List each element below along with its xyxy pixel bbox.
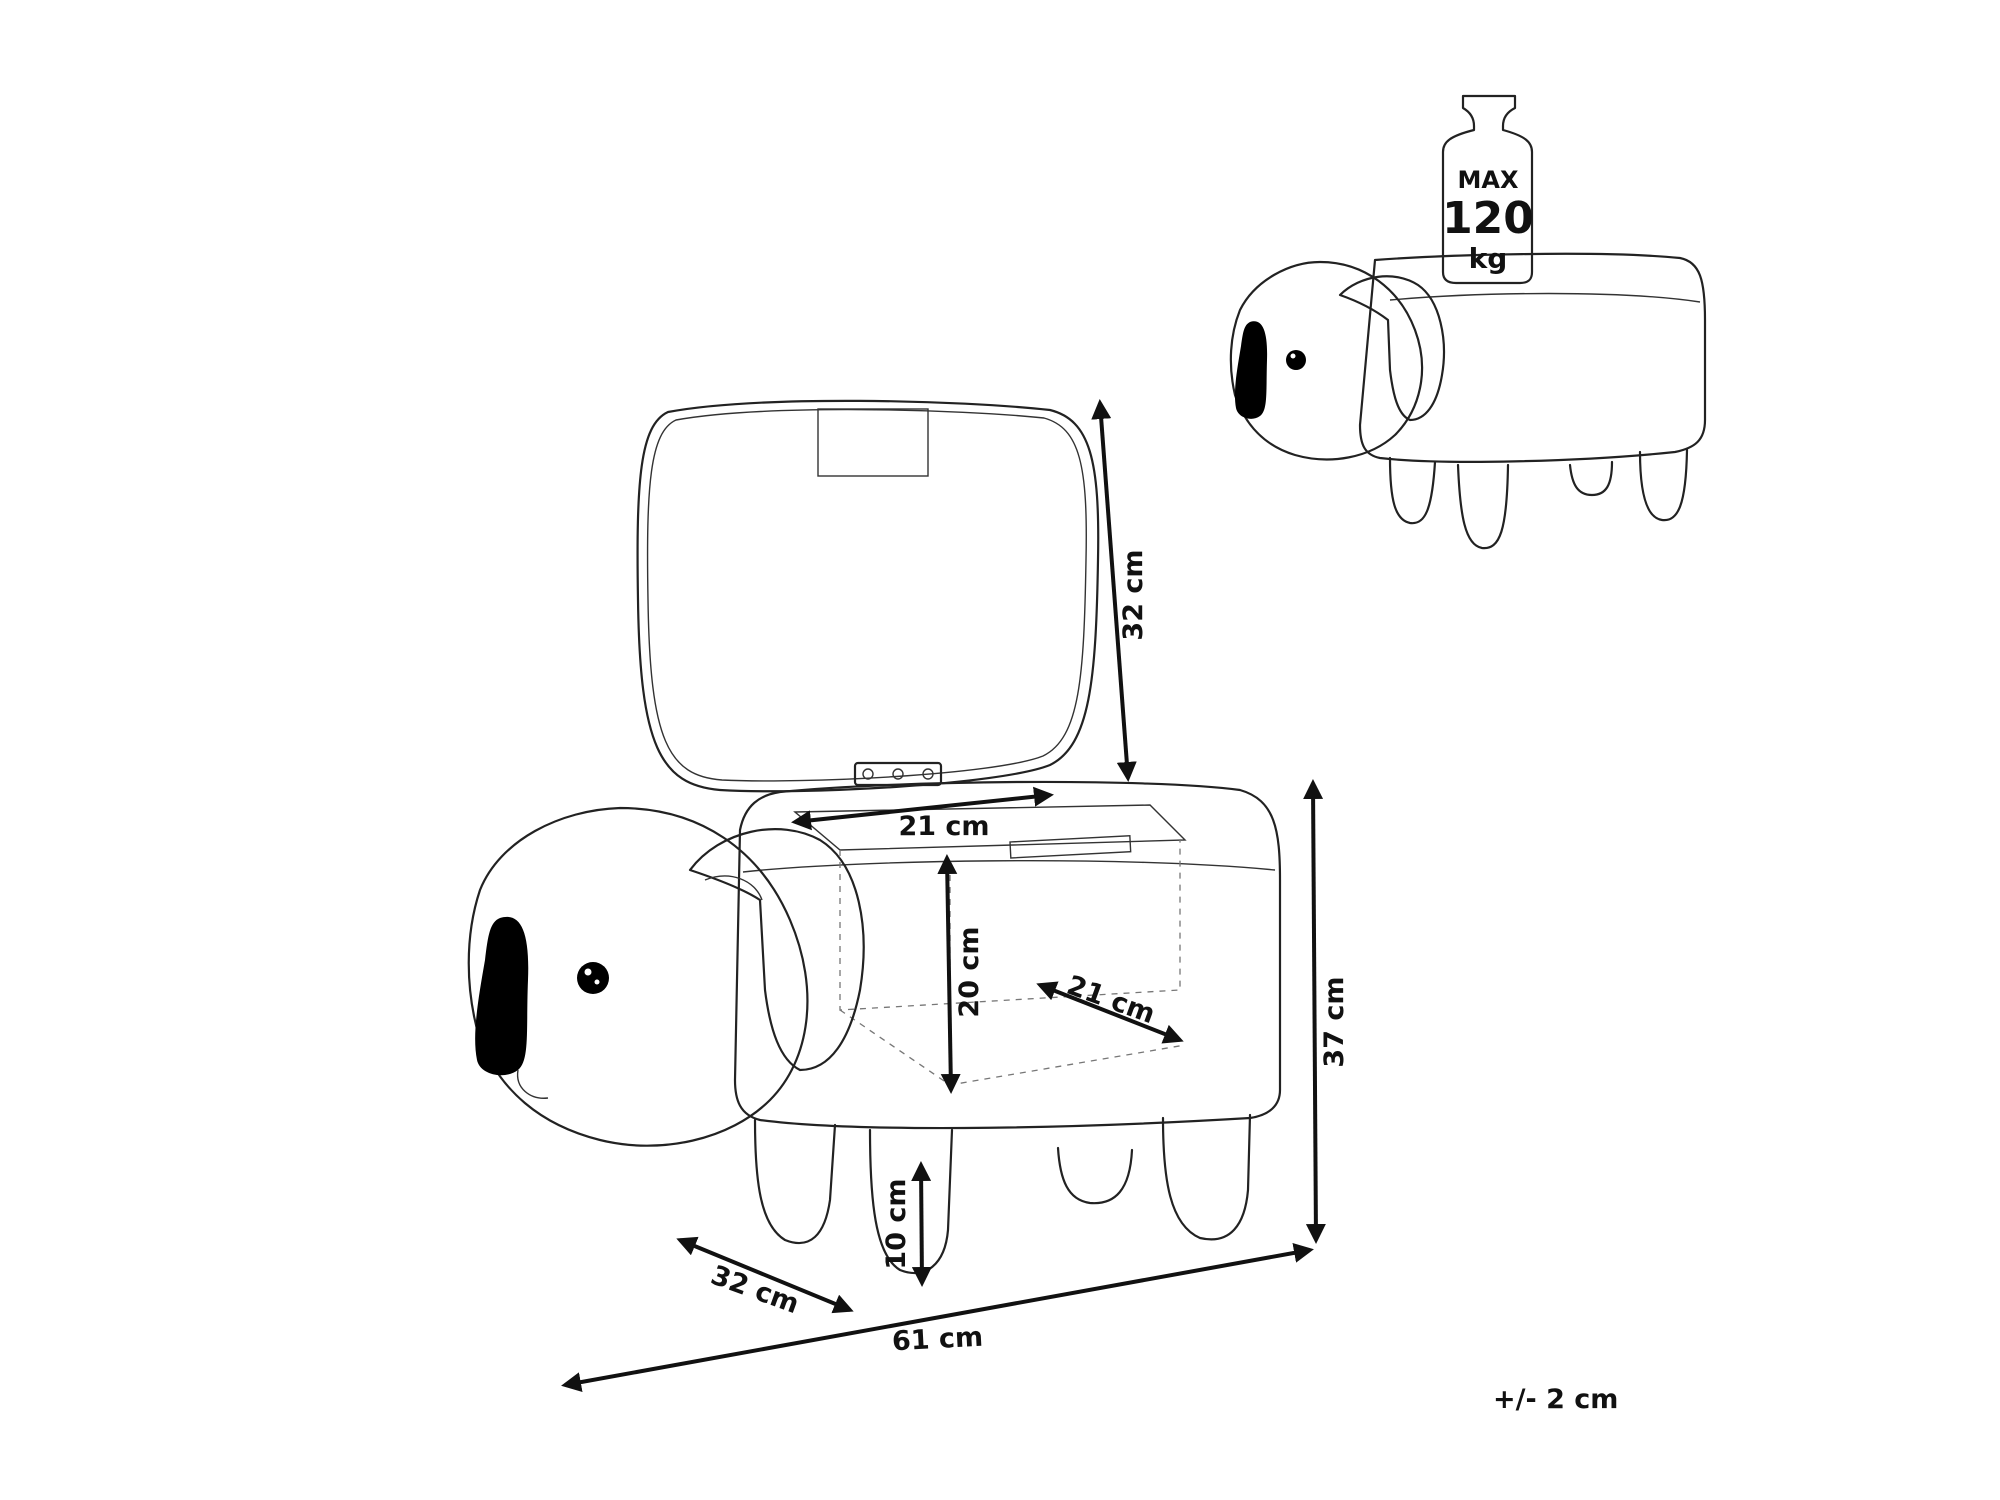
body — [733, 780, 1282, 1130]
arrow-length — [561, 1243, 1314, 1392]
open-lid — [636, 399, 1100, 793]
dimension-annotations: 32 cm 21 cm 20 cm 21 cm 37 cm 10 cm 32 c… — [561, 399, 1618, 1415]
arrow-inner-depth — [1036, 981, 1184, 1044]
badge-value: 120 — [1442, 193, 1534, 244]
label-opening-width: 21 cm — [898, 811, 989, 842]
eye — [577, 962, 609, 994]
arrow-inner-height — [937, 854, 961, 1094]
arrow-total-height — [1303, 779, 1326, 1244]
dog-ottoman-open — [467, 399, 1282, 1275]
label-inner-height: 20 cm — [954, 926, 985, 1017]
tolerance-note: +/- 2 cm — [1493, 1384, 1618, 1415]
arrow-lid-height — [1091, 399, 1137, 782]
label-length: 61 cm — [891, 1322, 984, 1358]
arrow-leg-height — [911, 1161, 932, 1287]
legs — [753, 1113, 1252, 1275]
label-lid-height: 32 cm — [1118, 549, 1149, 640]
label-inner-depth: 21 cm — [1063, 970, 1159, 1030]
badge-unit: kg — [1469, 242, 1508, 275]
dog-head — [467, 806, 865, 1147]
label-leg-height: 10 cm — [881, 1178, 912, 1269]
max-weight-badge: MAX 120 kg — [1441, 94, 1534, 285]
small-ear — [1234, 321, 1268, 419]
ear-left — [475, 916, 529, 1076]
label-total-height: 37 cm — [1319, 976, 1350, 1067]
dog-ottoman-closed: MAX 120 kg — [1229, 94, 1707, 550]
badge-max: MAX — [1458, 166, 1519, 194]
arrow-opening-width — [791, 786, 1054, 831]
